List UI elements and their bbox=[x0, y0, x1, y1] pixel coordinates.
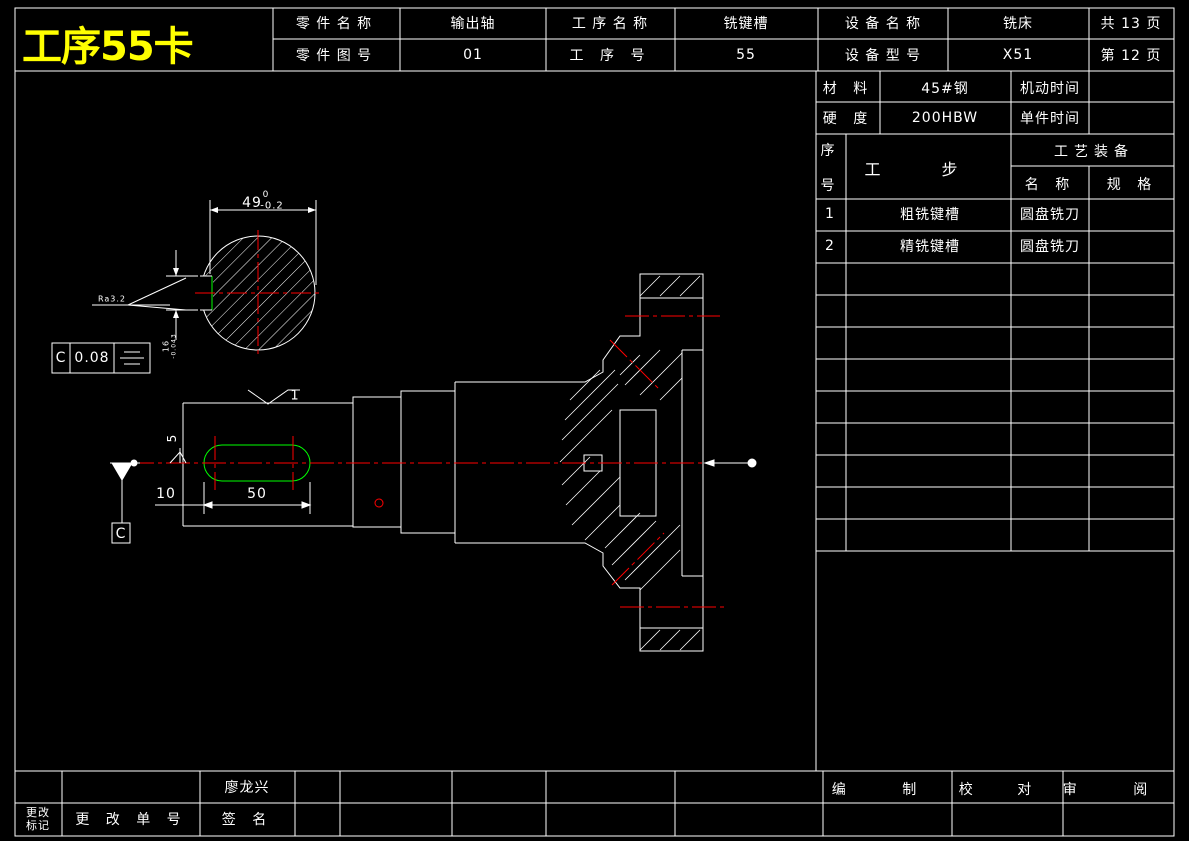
compile-label: 编 制 bbox=[831, 782, 943, 798]
equip-model-value: X51 bbox=[1002, 47, 1034, 63]
sign-label: 签 名 bbox=[221, 812, 273, 828]
equip-name-value: 铣床 bbox=[1003, 16, 1033, 32]
step-2-name: 精铣键槽 bbox=[900, 239, 960, 255]
equip-model-label: 设 备 型 号 bbox=[844, 48, 922, 64]
dim-50: 50 bbox=[247, 486, 267, 502]
material-label: 材 料 bbox=[822, 81, 874, 97]
part-no-value: 01 bbox=[463, 47, 483, 63]
check-label: 校 对 bbox=[958, 782, 1052, 798]
dim-49-tol-lower: -0.2 bbox=[260, 200, 284, 212]
op-no-label: 工 序 号 bbox=[569, 48, 651, 64]
fcf-value: 0.08 bbox=[74, 350, 110, 366]
part-name-value: 输出轴 bbox=[450, 16, 496, 32]
roughness-mark-1: 1 bbox=[290, 388, 300, 404]
depth-tolerance-lower: -0.043 bbox=[170, 333, 178, 359]
card-title: 工序55卡 bbox=[22, 24, 194, 70]
part-no-label: 零 件 图 号 bbox=[295, 48, 373, 64]
seq-label-b: 号 bbox=[820, 178, 836, 194]
equip-name-label: 设 备 名 称 bbox=[844, 16, 922, 32]
tool-name-column-header: 名 称 bbox=[1024, 177, 1076, 193]
step-1-name: 粗铣键槽 bbox=[900, 207, 960, 223]
equipment-column-header: 工艺装备 bbox=[1054, 144, 1134, 160]
total-pages: 共 13 页 bbox=[1100, 16, 1162, 32]
step-2-tool: 圆盘铣刀 bbox=[1020, 239, 1080, 255]
hardness-label: 硬 度 bbox=[822, 111, 874, 127]
page-number: 第 12 页 bbox=[1100, 48, 1162, 64]
dim-49: 49 bbox=[242, 195, 262, 211]
cross-section-view bbox=[51, 200, 322, 374]
op-no-value: 55 bbox=[736, 47, 756, 63]
depth-tolerance: 16 bbox=[161, 339, 171, 353]
op-name-value: 铣键槽 bbox=[723, 16, 769, 32]
part-name-label: 零 件 名 称 bbox=[295, 16, 373, 32]
sheet-border bbox=[14, 7, 1175, 837]
machine-time-label: 机动时间 bbox=[1020, 81, 1080, 97]
step-column-header: 工 步 bbox=[864, 160, 986, 179]
dim-10: 10 bbox=[156, 486, 176, 502]
step-1-tool: 圆盘铣刀 bbox=[1020, 207, 1080, 223]
dim-5: 5 bbox=[165, 433, 179, 443]
datum-c: C bbox=[115, 526, 127, 542]
step-2-no: 2 bbox=[825, 238, 835, 254]
change-mark-label: 更改标记 bbox=[26, 806, 50, 832]
tool-spec-column-header: 规 格 bbox=[1106, 177, 1158, 193]
seq-label-a: 序 bbox=[820, 143, 836, 159]
shaft-view bbox=[110, 273, 757, 652]
step-1-no: 1 bbox=[825, 206, 835, 222]
author-name: 廖龙兴 bbox=[224, 780, 270, 796]
change-no-label: 更 改 单 号 bbox=[75, 812, 187, 828]
hardness-value: 200HBW bbox=[911, 110, 979, 126]
dim-49-tol-upper: 0 bbox=[262, 190, 270, 200]
unit-time-label: 单件时间 bbox=[1020, 111, 1080, 127]
roughness-ra: Ra3.2 bbox=[97, 294, 127, 304]
material-value: 45#钢 bbox=[921, 81, 969, 97]
fcf-datum: C bbox=[55, 350, 67, 366]
review-label: 审 阅 bbox=[1062, 782, 1174, 798]
op-name-label: 工 序 名 称 bbox=[571, 16, 649, 32]
